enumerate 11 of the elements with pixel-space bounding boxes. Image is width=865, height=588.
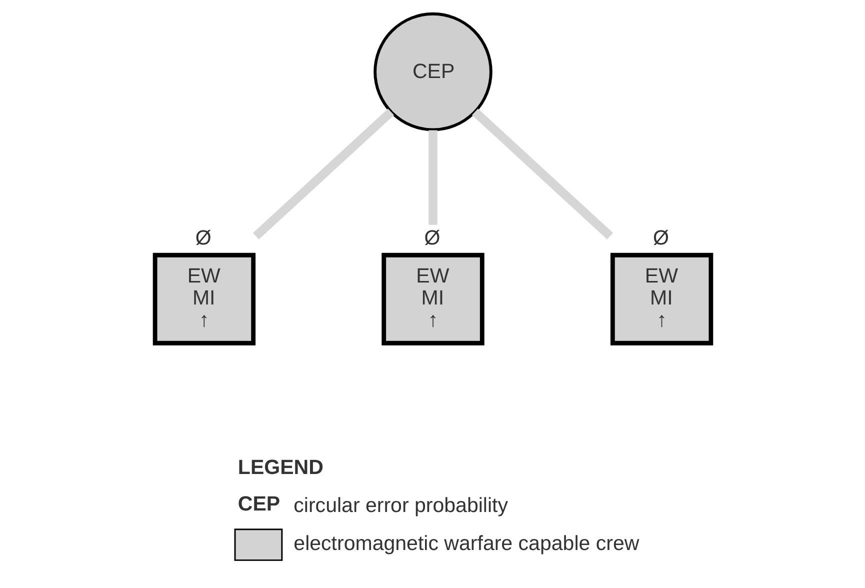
- legend-label: circular error probability: [293, 494, 508, 518]
- legend-label: electromagnetic warfare capable crew: [293, 532, 639, 556]
- node-label: Ø: [424, 226, 440, 250]
- label: CEP: [237, 492, 280, 516]
- connector: [252, 108, 394, 240]
- label: LEGEND: [237, 456, 323, 479]
- connector: [428, 130, 437, 225]
- connector: [471, 108, 613, 240]
- node-label: Ø: [652, 226, 668, 250]
- node-circle: CEP: [373, 12, 492, 132]
- node-label: Ø: [194, 226, 211, 250]
